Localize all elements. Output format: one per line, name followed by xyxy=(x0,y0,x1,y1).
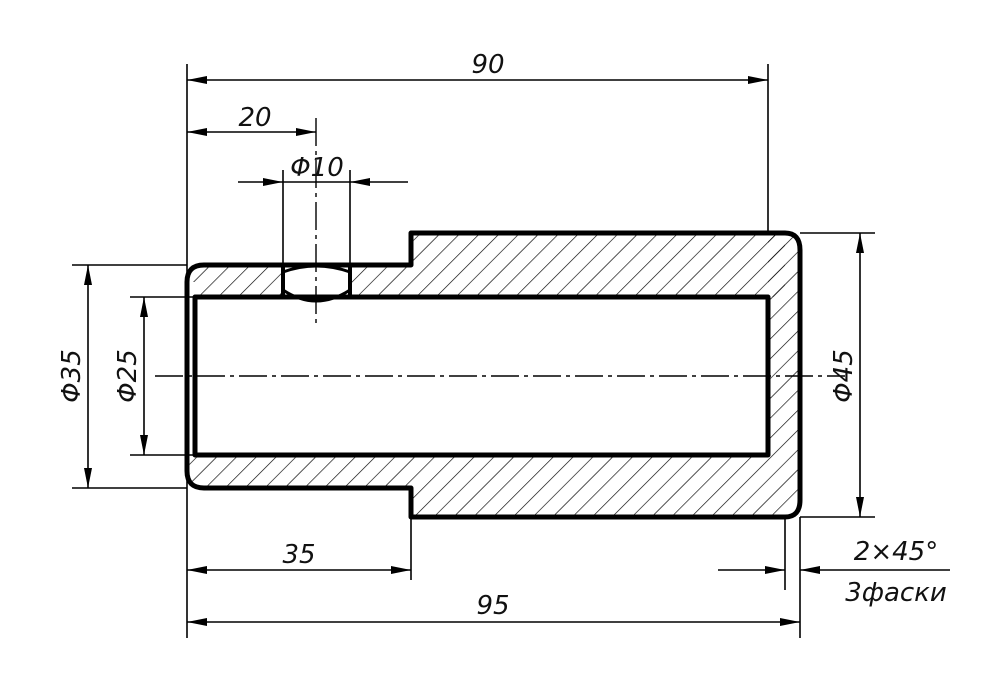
dim-text-95: 95 xyxy=(476,591,509,621)
section-hatching xyxy=(187,233,800,517)
dim-text-phi35: Φ35 xyxy=(57,349,87,403)
hatch-bottom xyxy=(187,455,768,517)
dim-text-phi45: Φ45 xyxy=(829,349,859,403)
dim-text-chamfer-note: 3фаски xyxy=(845,578,947,608)
dim-text-90: 90 xyxy=(471,50,504,80)
dim-text-chamfer: 2×45° xyxy=(854,537,938,567)
hatch-top-mid xyxy=(350,233,785,297)
dim-text-20: 20 xyxy=(238,103,271,133)
dim-text-phi10: Φ10 xyxy=(290,153,344,183)
hatch-right-end xyxy=(768,233,800,517)
dim-text-phi25: Φ25 xyxy=(113,349,143,403)
outer-contour xyxy=(184,230,803,520)
dimension-lines xyxy=(84,76,950,626)
dim-text-35: 35 xyxy=(282,540,315,570)
hatch-top-left xyxy=(187,265,283,297)
center-lines xyxy=(155,118,845,377)
dimension-labels: 90 20 Φ10 35 95 Φ35 Φ25 Φ45 2×45° 3фаски xyxy=(57,50,947,621)
